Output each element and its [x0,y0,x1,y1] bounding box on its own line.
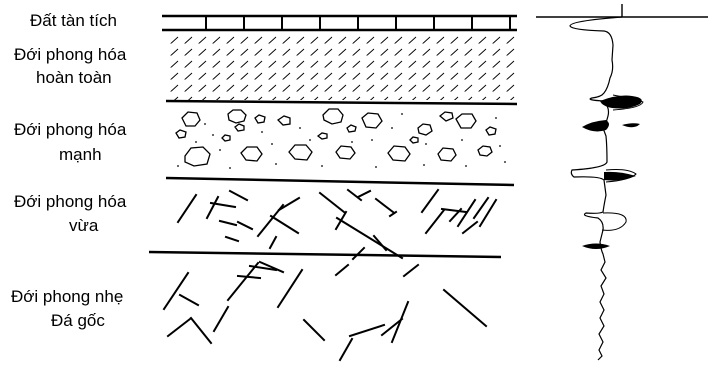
complete-weathering-layer [166,36,517,104]
residual-soil-layer [162,16,517,30]
boundary-strong-moderate [166,178,514,185]
boundary-moderate-slight [149,252,501,257]
slight-weathering-layer [164,262,486,360]
moderate-weathering-layer [178,190,496,259]
weathering-profile-curve [536,4,708,360]
strong-weathering-layer [176,109,496,166]
